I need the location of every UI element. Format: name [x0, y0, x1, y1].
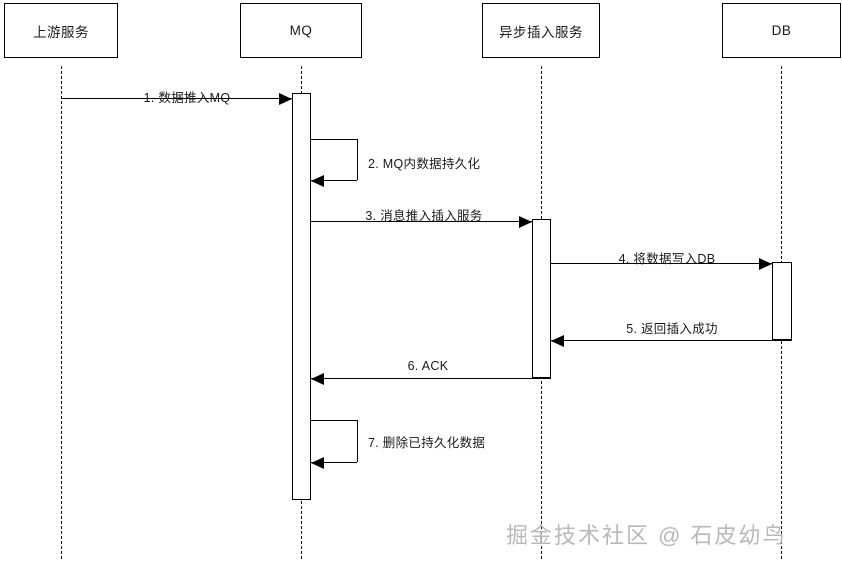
message-line-self-2	[311, 139, 357, 140]
participant-label-insert: 异步插入服务	[499, 24, 583, 40]
message-line-4	[551, 263, 772, 264]
arrow-head-icon-3	[519, 216, 532, 228]
participant-box-db[interactable]: DB	[722, 3, 841, 58]
message-label-5: 5. 返回插入成功	[626, 322, 718, 336]
participant-label-upstream: 上游服务	[33, 24, 89, 40]
arrow-head-icon-6	[311, 373, 324, 385]
message-label-2: 2. MQ内数据持久化	[368, 157, 481, 171]
message-label-3: 3. 消息推入插入服务	[365, 209, 483, 223]
message-line-self-vertical-2	[357, 139, 358, 180]
activation-bar-db[interactable]	[772, 262, 792, 340]
message-line-6	[311, 378, 551, 379]
participant-box-insert[interactable]: 异步插入服务	[482, 3, 600, 58]
message-line-5	[551, 340, 792, 341]
arrow-head-icon-1	[279, 93, 292, 105]
participant-label-db: DB	[771, 23, 792, 38]
message-line-self-return-2	[311, 180, 357, 181]
lifeline-upstream	[61, 66, 62, 559]
activation-bar-insert[interactable]	[532, 219, 551, 378]
message-label-1: 1. 数据推入MQ	[143, 91, 231, 105]
arrow-head-icon-7	[311, 457, 324, 469]
message-line-1	[62, 98, 292, 99]
message-label-6: 6. ACK	[407, 359, 449, 373]
activation-bar-mq[interactable]	[292, 93, 311, 500]
arrow-head-icon-2	[311, 175, 324, 187]
participant-label-mq: MQ	[289, 23, 313, 38]
message-line-3	[311, 221, 532, 222]
arrow-head-icon-5	[551, 335, 564, 347]
message-line-self-return-7	[311, 462, 357, 463]
message-line-self-7	[311, 420, 357, 421]
participant-box-mq[interactable]: MQ	[240, 3, 362, 58]
message-label-7: 7. 删除已持久化数据	[368, 436, 486, 450]
watermark-text: 掘金技术社区 @ 石皮幼鸟	[506, 523, 787, 548]
message-line-self-vertical-7	[357, 420, 358, 462]
participant-box-upstream[interactable]: 上游服务	[4, 3, 118, 58]
arrow-head-icon-4	[759, 258, 772, 270]
message-label-4: 4. 将数据写入DB	[618, 252, 716, 266]
